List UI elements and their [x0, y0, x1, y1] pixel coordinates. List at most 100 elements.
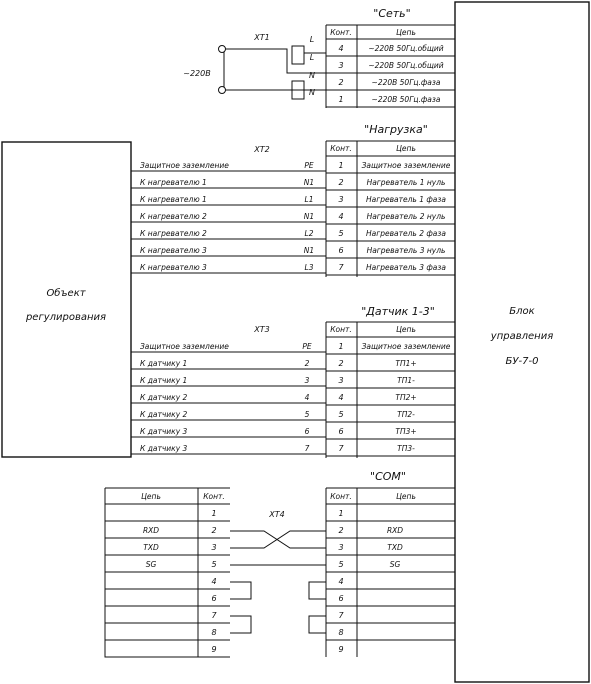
sensor-wire-label: Защитное заземление: [140, 342, 229, 351]
sensor-wire-mark: 3: [305, 376, 310, 385]
com-right-row-circuit: RXD: [387, 526, 403, 535]
load-row-circuit: Нагреватель 2 фаза: [366, 229, 446, 238]
xt1-terminal-mark: L: [310, 35, 314, 44]
com-left-row-circuit: SG: [146, 560, 157, 569]
com-right-row-circuit: SG: [390, 560, 401, 569]
sensor-wire-label: К датчику 3: [140, 444, 188, 453]
sensor-row-circuit: ТП1-: [397, 376, 415, 385]
block-label-line2: управления: [490, 331, 553, 342]
com-right-row-kont: 6: [338, 594, 343, 603]
sensor-row-kont: 2: [338, 359, 343, 368]
com-right-row-kont: 8: [338, 628, 343, 637]
xt1-terminal-mark: N: [309, 71, 315, 80]
sensor-row-kont: 5: [338, 410, 343, 419]
xt3-label: XT3: [253, 325, 269, 334]
sensor-wire-label: К датчику 2: [140, 393, 188, 402]
load-wire-mark: L3: [305, 263, 314, 272]
source-label: ~220В: [183, 69, 210, 78]
load-wire-mark: N1: [304, 246, 314, 255]
sensor-row-circuit: ТП2+: [395, 393, 416, 402]
xt2-label: XT2: [253, 145, 269, 154]
sensor-wire-mark: PE: [302, 342, 312, 351]
net-row-circuit: ~220В 50Гц.общий: [368, 61, 443, 70]
sensor-row-kont: 1: [338, 342, 343, 351]
load-row-circuit: Нагреватель 3 нуль: [367, 246, 446, 255]
com-right-row-kont: 5: [338, 560, 343, 569]
com-right-row-circuit: TXD: [387, 543, 403, 552]
object-frame: [1, 141, 132, 458]
sensor-row-circuit: Защитное заземление: [362, 342, 451, 351]
load-header-circuit: Цепь: [396, 144, 416, 153]
sensor-wire-label: К датчику 2: [140, 410, 188, 419]
load-row-kont: 5: [338, 229, 343, 238]
load-row-kont: 4: [338, 212, 343, 221]
load-title: "Нагрузка": [364, 123, 428, 136]
com-left-table-grid: [104, 487, 230, 658]
net-header-kont: Конт.: [330, 28, 352, 37]
sensor-row-kont: 6: [338, 427, 343, 436]
com-left-row-kont: 2: [211, 526, 216, 535]
generated-rows: 4 ~220В 50Гц.общий 3 ~220В 50Гц.общий 2 ~220В…: [105, 35, 455, 654]
net-header-circuit: Цепь: [396, 28, 416, 37]
load-wire-mark: N1: [304, 212, 314, 221]
right-loop-4-6: [308, 581, 326, 600]
sensor-wire-label: К датчику 1: [140, 376, 187, 385]
com-right-row-kont: 2: [338, 526, 343, 535]
com-right-row-kont: 1: [338, 509, 343, 518]
sensor-wire-label: К датчику 3: [140, 427, 188, 436]
net-row-kont: 4: [338, 44, 343, 53]
load-row-circuit: Нагреватель 3 фаза: [366, 263, 446, 272]
load-row-circuit: Нагреватель 1 фаза: [366, 195, 446, 204]
load-wire-mark: L2: [305, 229, 314, 238]
com-left-row-circuit: RXD: [143, 526, 159, 535]
net-row-kont: 2: [338, 78, 343, 87]
sensor-header-circuit: Цепь: [396, 325, 416, 334]
sensor-row-kont: 3: [338, 376, 343, 385]
com-right-row-kont: 9: [338, 645, 343, 654]
net-row-circuit: ~220В 50Гц.фаза: [372, 78, 441, 87]
net-table-grid: [325, 24, 455, 108]
sensor-wire-mark: 6: [305, 427, 310, 436]
left-loop-7-8: [230, 615, 252, 634]
xt4-label: XT4: [268, 510, 284, 519]
com-left-row-kont: 9: [211, 645, 216, 654]
net-row-kont: 3: [338, 61, 343, 70]
com-left-row-kont: 6: [211, 594, 216, 603]
left-loop-4-6: [230, 581, 252, 600]
right-loop-7-8: [308, 615, 326, 634]
load-wire-label: К нагревателю 2: [140, 229, 207, 238]
com-right-row-kont: 7: [338, 611, 344, 620]
com-title: "COM": [370, 470, 406, 483]
load-wire-label: К нагревателю 1: [140, 178, 207, 187]
load-row-circuit: Нагреватель 2 нуль: [367, 212, 446, 221]
com-left-row-kont: 1: [211, 509, 216, 518]
sensor-row-circuit: ТП3-: [397, 444, 415, 453]
xt1-label: XT1: [253, 33, 269, 42]
load-header-kont: Конт.: [330, 144, 352, 153]
com-left-header-kont: Конт.: [203, 492, 225, 501]
com-left-header-circuit: Цепь: [141, 492, 161, 501]
source-terminal-bottom: [218, 86, 226, 94]
com-right-header-kont: Конт.: [330, 492, 352, 501]
net-row-circuit: ~220В 50Гц.общий: [368, 44, 443, 53]
xt1-terminal-mark: L: [310, 53, 314, 62]
load-wire-mark: N1: [304, 178, 314, 187]
load-wire-label: К нагревателю 1: [140, 195, 207, 204]
block-label-line3: БУ-7-0: [506, 356, 539, 367]
load-row-circuit: Защитное заземление: [362, 161, 451, 170]
sensor-title: "Датчик 1-3": [361, 305, 435, 318]
sensor-wire-mark: 7: [305, 444, 310, 453]
object-label-line2: регулирования: [25, 312, 106, 323]
load-row-kont: 2: [338, 178, 343, 187]
load-wire-mark: PE: [304, 161, 314, 170]
load-wire-label: К нагревателю 2: [140, 212, 207, 221]
com-left-row-kont: 7: [211, 611, 217, 620]
sensor-row-circuit: ТП3+: [395, 427, 416, 436]
net-row-circuit: ~220В 50Гц.фаза: [372, 95, 441, 104]
load-wire-mark: L1: [305, 195, 314, 204]
sensor-header-kont: Конт.: [330, 325, 352, 334]
sensor-row-circuit: ТП1+: [395, 359, 416, 368]
net-title: "Сеть": [373, 7, 410, 20]
